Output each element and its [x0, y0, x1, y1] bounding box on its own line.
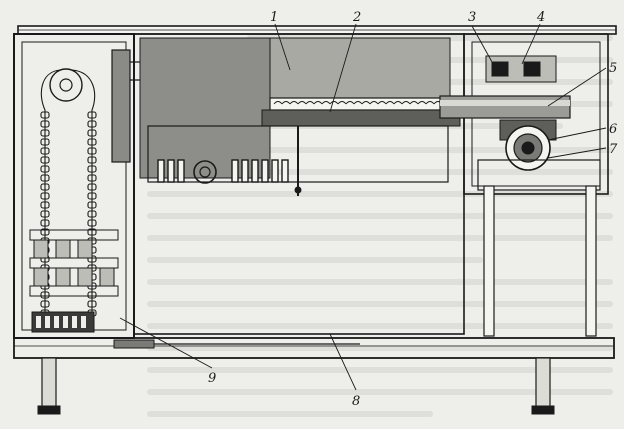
left-mechanism: [29, 229, 119, 297]
chain-link: [40, 219, 50, 227]
skewer: [157, 159, 165, 183]
callout-7: 7: [609, 142, 618, 157]
skewer: [241, 159, 249, 183]
heater-coil: [305, 101, 315, 105]
heater-coil: [417, 101, 427, 105]
heater-coil: [329, 101, 339, 105]
heater-coil: [401, 101, 411, 105]
callout-4: 4: [536, 10, 545, 25]
chain-link: [40, 156, 50, 164]
heater-coil: [393, 101, 403, 105]
chain-link: [40, 201, 50, 209]
callout-labels: 1 2 3 4 5 6 7 8 9: [208, 10, 618, 409]
chain-link: [40, 120, 50, 128]
chain-link: [87, 111, 97, 119]
chain-link: [87, 138, 97, 146]
chain-link: [87, 291, 97, 299]
callout-leaders: [119, 23, 607, 391]
skewer: [231, 159, 239, 183]
lower-sprocket-assembly: [31, 311, 95, 333]
heater-coil: [409, 101, 419, 105]
support-legs: [37, 357, 555, 415]
heater-coil: [297, 101, 307, 105]
right-compartment: [463, 33, 609, 195]
central-chamber: [133, 33, 465, 335]
chain-link: [40, 192, 50, 200]
chain-link: [40, 210, 50, 218]
chain-link: [40, 300, 50, 308]
chain-link: [87, 156, 97, 164]
chain-link: [87, 210, 97, 218]
callout-3: 3: [468, 10, 476, 25]
heating-element: [261, 97, 461, 127]
callout-9: 9: [208, 371, 216, 386]
base-tray: [13, 337, 615, 359]
top-cover: [17, 25, 617, 35]
chain-link: [87, 174, 97, 182]
heater-coil: [289, 101, 299, 105]
chain-link: [40, 183, 50, 191]
heater-coil: [345, 101, 355, 105]
gear-motor: [499, 119, 557, 171]
heater-coil: [321, 101, 331, 105]
chain-link: [40, 129, 50, 137]
callout-6: 6: [609, 122, 617, 137]
heater-coil: [369, 101, 379, 105]
upper-sprocket: [49, 68, 83, 102]
heater-coil: [385, 101, 395, 105]
heater-coil: [361, 101, 371, 105]
right-support-frame: [477, 159, 601, 337]
skewer: [271, 159, 279, 183]
chain-link: [40, 291, 50, 299]
drive-chain: [40, 69, 97, 320]
skewer: [167, 159, 175, 183]
chain-link: [40, 138, 50, 146]
chain-link: [87, 183, 97, 191]
drive-shaft: [439, 95, 571, 119]
chain-link: [40, 165, 50, 173]
skewer: [281, 159, 289, 183]
callout-2: 2: [352, 10, 361, 25]
callout-5: 5: [609, 61, 617, 76]
chain-link: [40, 228, 50, 236]
heater-coil: [425, 101, 435, 105]
skewer: [261, 159, 269, 183]
chain-link: [87, 201, 97, 209]
chain-link: [40, 147, 50, 155]
callout-1: 1: [270, 10, 278, 25]
heater-coil: [337, 101, 347, 105]
callout-8: 8: [352, 394, 360, 409]
chain-link: [40, 111, 50, 119]
heater-coil: [273, 101, 283, 105]
heater-coil: [377, 101, 387, 105]
chain-link: [40, 174, 50, 182]
skewer: [251, 159, 259, 183]
chain-link: [87, 228, 97, 236]
chain-link: [87, 300, 97, 308]
skewer: [177, 159, 185, 183]
heater-coil: [313, 101, 323, 105]
chain-link: [87, 129, 97, 137]
heater-coil: [353, 101, 363, 105]
chain-link: [87, 192, 97, 200]
chain-link: [87, 147, 97, 155]
chain-link: [87, 120, 97, 128]
chain-link: [87, 165, 97, 173]
chain-link: [87, 219, 97, 227]
left-upright-mechanism: [111, 49, 148, 163]
skewer-rack: [147, 125, 449, 196]
heater-coil: [281, 101, 291, 105]
